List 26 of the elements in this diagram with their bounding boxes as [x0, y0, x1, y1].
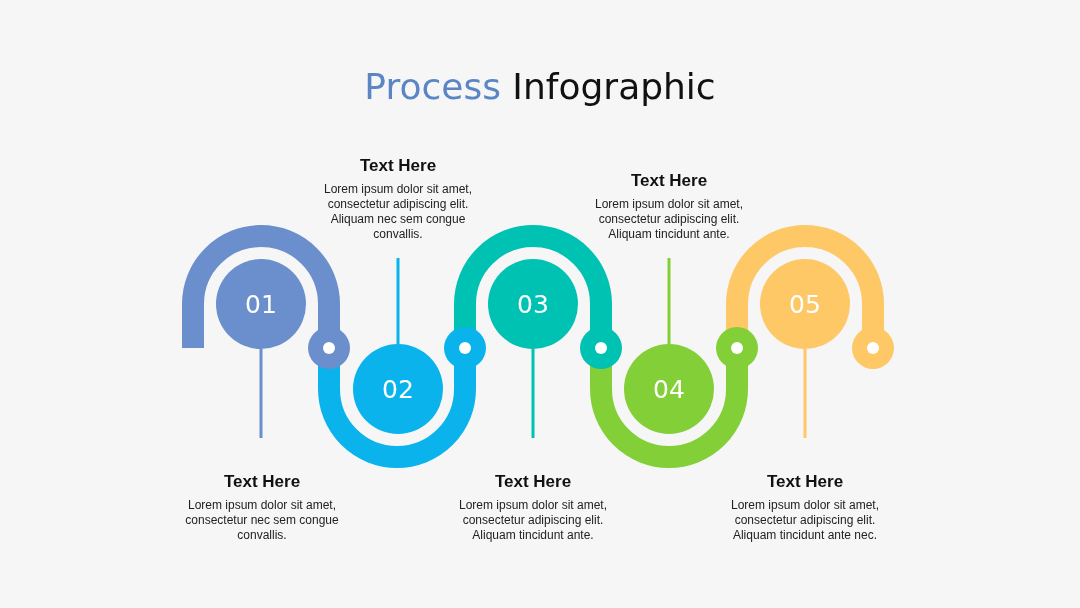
- connector-line: [396, 258, 400, 344]
- connector-line: [803, 349, 807, 438]
- title: Process Infographic: [363, 66, 717, 107]
- step-circle: [353, 344, 443, 434]
- step-description: Lorem ipsum dolor sit amet, consectetur adipiscing elit. Aliquam tincidunt ante.: [457, 498, 609, 543]
- step-heading: Text Here: [494, 472, 572, 492]
- step-description: Lorem ipsum dolor sit amet, consectetur adipiscing elit. Aliquam nec sem congue convallis.: [322, 182, 474, 242]
- step-description: Lorem ipsum dolor sit amet, consectetur nec sem congue convallis.: [184, 498, 340, 543]
- connector-line: [667, 258, 671, 344]
- step-circle: [488, 259, 578, 349]
- step-circle: [216, 259, 306, 349]
- step-heading: Text Here: [223, 472, 301, 492]
- step-circle: [760, 259, 850, 349]
- step-number: 02: [382, 374, 414, 404]
- step-number: 03: [517, 289, 549, 319]
- step-heading: Text Here: [359, 156, 437, 176]
- step-heading: Text Here: [766, 472, 844, 492]
- step-description: Lorem ipsum dolor sit amet, consectetur adipiscing elit. Aliquam tincidunt ante nec.: [729, 498, 881, 543]
- step-circle: [624, 344, 714, 434]
- connector-line: [259, 349, 263, 438]
- step-number: 04: [653, 374, 685, 404]
- step-heading: Text Here: [630, 171, 708, 191]
- step-number: 05: [789, 289, 821, 319]
- connector-line: [531, 349, 535, 438]
- step-description: Lorem ipsum dolor sit amet, consectetur adipiscing elit. Aliquam tincidunt ante.: [593, 197, 745, 242]
- step-number: 01: [245, 289, 277, 319]
